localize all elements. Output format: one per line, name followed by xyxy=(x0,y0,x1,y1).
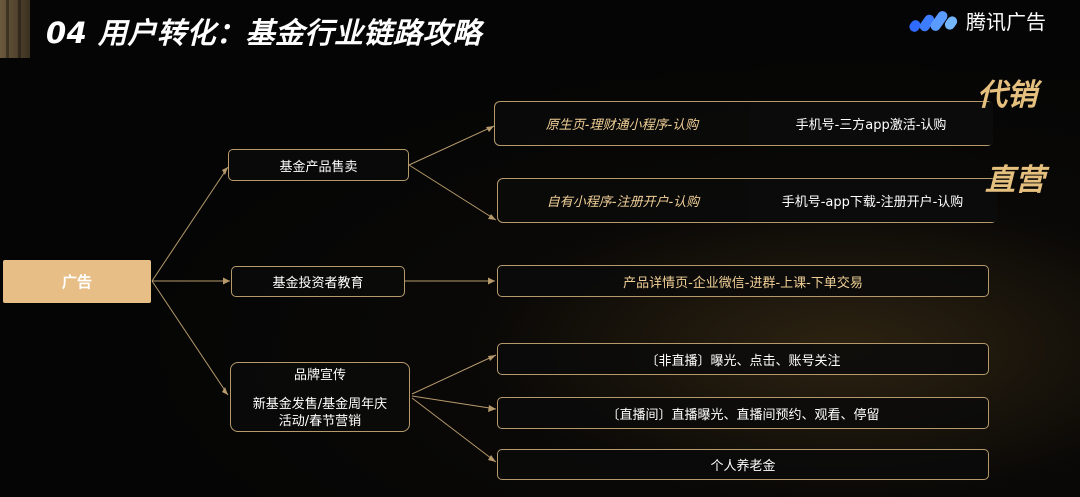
root-node-ads: 广告 xyxy=(3,260,151,303)
leaf-daixiao-right: 手机号-三方app激活-认购 xyxy=(749,102,993,145)
leaf-daixiao: 原生页-理财通小程序-认购 手机号-三方app激活-认购 xyxy=(494,101,993,146)
node-brand-promotion: 品牌宣传 新基金发售/基金周年庆 活动/春节营销 xyxy=(230,362,410,432)
leaf-brand-pension: 个人养老金 xyxy=(497,449,989,480)
node-fund-sales-label: 基金产品售卖 xyxy=(279,159,358,175)
leaf-brand-live: 〔直播间〕直播曝光、直播间预约、观看、停留 xyxy=(497,397,989,429)
brand-logo: 腾讯广告 xyxy=(908,4,1073,36)
node-investor-education-label: 基金投资者教育 xyxy=(272,276,364,291)
leaf-zhiying-left: 自有小程序-注册开户-认购 xyxy=(546,195,700,210)
node-fund-sales: 基金产品售卖 xyxy=(228,149,409,181)
brand-line-2: 活动/春节营销 xyxy=(278,414,362,429)
leaf-investor-education-path: 产品详情页-企业微信-进群-上课-下单交易 xyxy=(497,265,989,297)
brand-title: 品牌宣传 xyxy=(293,368,346,383)
tag-daixiao: 代销 xyxy=(977,78,1037,113)
brand-line-1: 新基金发售/基金周年庆 xyxy=(252,397,388,412)
leaf-daixiao-left: 原生页-理财通小程序-认购 xyxy=(545,118,699,133)
page-title: 04 用户转化：基金行业链路攻略 xyxy=(46,16,482,50)
node-investor-education: 基金投资者教育 xyxy=(231,266,405,297)
leaf-zhiying-right: 手机号-app下载-注册开户-认购 xyxy=(748,179,997,222)
root-label: 广告 xyxy=(61,273,92,291)
tag-zhiying: 直营 xyxy=(985,163,1045,198)
decorative-strip xyxy=(0,0,30,58)
logo-text: 腾讯广告 xyxy=(966,9,1046,34)
leaf-zhiying: 自有小程序-注册开户-认购 手机号-app下载-注册开户-认购 xyxy=(497,178,997,223)
tencent-ads-logo-icon xyxy=(909,11,958,32)
leaf-brand-non-live: 〔非直播〕曝光、点击、账号关注 xyxy=(497,343,989,375)
